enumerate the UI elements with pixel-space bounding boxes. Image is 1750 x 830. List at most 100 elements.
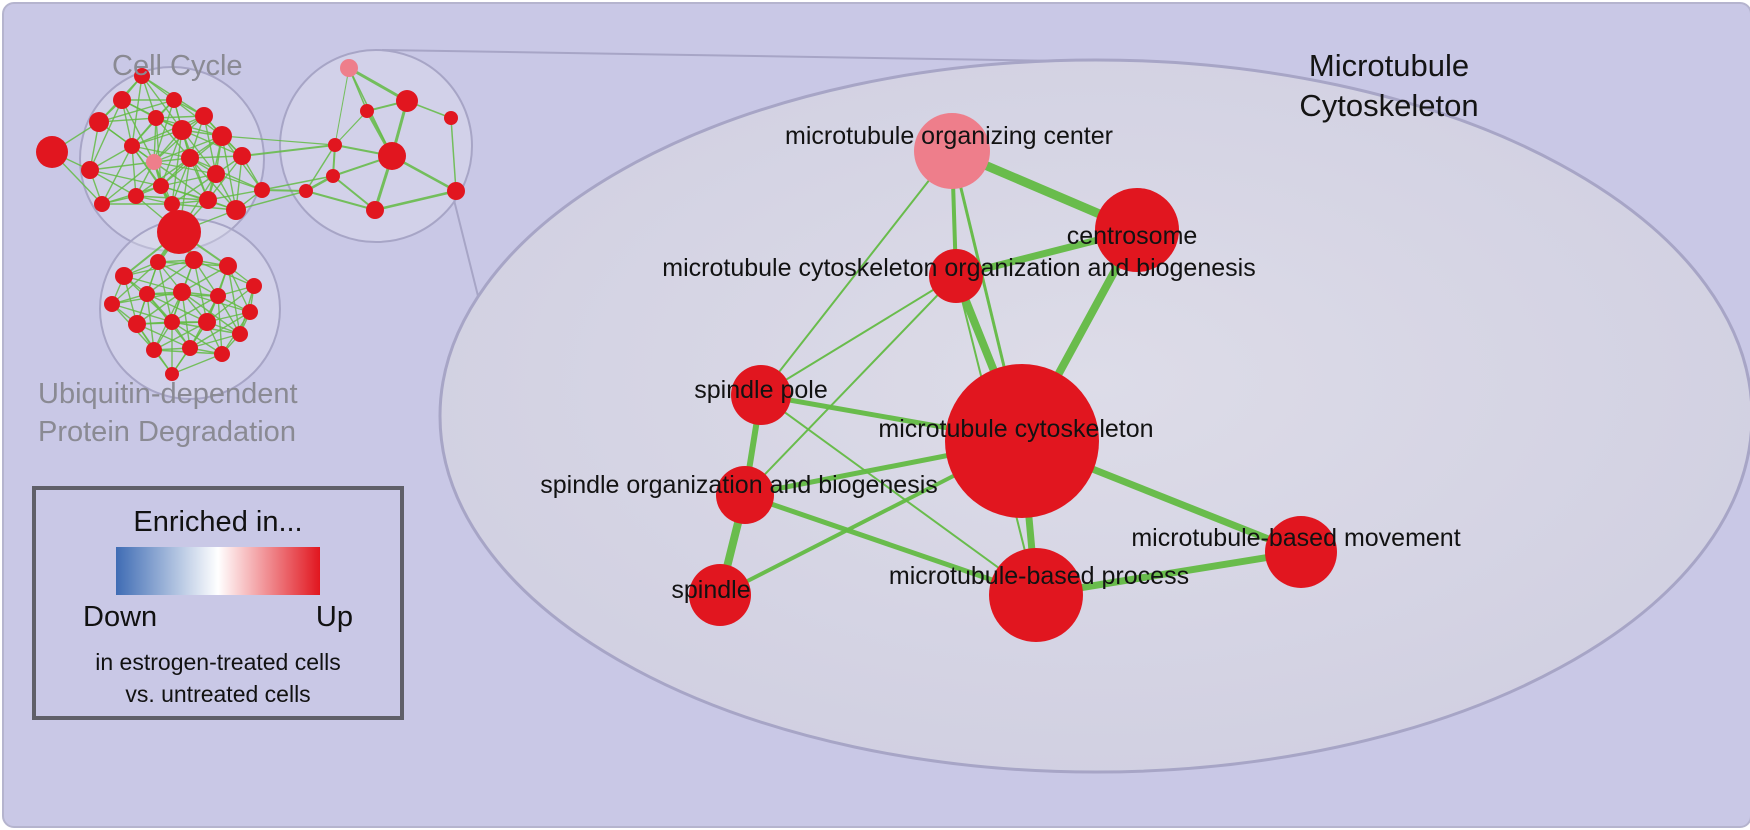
overview-node <box>207 165 225 183</box>
overview-node <box>157 210 201 254</box>
node-mbp <box>989 548 1083 642</box>
overview-node <box>164 196 180 212</box>
edge <box>153 135 223 163</box>
node-label-spindle: spindle <box>671 576 750 604</box>
legend-scale-labels: Down Up <box>83 601 353 634</box>
edge <box>111 261 159 305</box>
edge-mco-so <box>744 275 957 496</box>
overview-node <box>150 254 166 270</box>
edge <box>136 291 183 325</box>
overview-node <box>447 182 465 200</box>
overview-node <box>232 326 248 342</box>
overview-node <box>139 286 155 302</box>
node-label-mbp: microtubule-based process <box>889 562 1189 590</box>
node-label-cent: centrosome <box>1067 222 1198 250</box>
cluster-circle <box>279 49 473 243</box>
overview-node <box>81 161 99 179</box>
node-so <box>716 466 774 524</box>
overview-node <box>94 196 110 212</box>
edge <box>153 321 208 351</box>
node-mt <box>945 364 1099 518</box>
node-cent <box>1095 188 1179 272</box>
overview-node <box>360 104 374 118</box>
edge <box>153 161 217 175</box>
node-spindle <box>689 564 751 626</box>
edge <box>221 135 336 146</box>
overview-node <box>104 296 120 312</box>
overview-node <box>146 342 162 358</box>
edge <box>374 189 457 212</box>
legend: Enriched in... Down Up in estrogen-treat… <box>32 486 404 720</box>
edge <box>193 259 208 323</box>
edge <box>261 175 334 191</box>
edge <box>348 66 408 103</box>
overview-node <box>181 149 199 167</box>
overview-node <box>173 283 191 301</box>
overview-node <box>366 201 384 219</box>
edge <box>332 175 376 211</box>
overview-node <box>242 304 258 320</box>
edge <box>135 157 191 197</box>
legend-down-label: Down <box>83 601 158 633</box>
edge <box>131 75 143 147</box>
node-moc <box>914 113 990 189</box>
edge <box>89 99 123 171</box>
node-label-sp: spindle pole <box>694 376 827 404</box>
overview-node <box>199 191 217 209</box>
edge <box>141 75 183 131</box>
overview-node <box>113 91 131 109</box>
overview-node <box>134 68 150 84</box>
edge <box>334 67 350 146</box>
legend-up-label: Up <box>315 601 353 633</box>
node-mbm <box>1265 516 1337 588</box>
overview-node <box>212 126 232 146</box>
edge <box>101 161 155 205</box>
overview-node <box>164 314 180 330</box>
node-sp <box>731 365 791 425</box>
overview-node <box>246 278 262 294</box>
cluster-label-ubiquitin: Ubiquitin-dependent Protein Degradation <box>38 378 298 448</box>
node-label-mco: microtubule cytoskeleton organization an… <box>662 254 1255 282</box>
edge <box>121 99 155 163</box>
edge-so-mbp <box>744 492 1037 598</box>
zoom-cluster-title: Microtubule Cytoskeleton <box>1299 48 1479 123</box>
overview-node <box>89 112 109 132</box>
overview-node <box>328 138 342 152</box>
overview-node <box>378 142 406 170</box>
edge <box>181 291 191 349</box>
edge <box>123 275 183 293</box>
overview-node <box>153 178 169 194</box>
node-label-moc: microtubule organizing center <box>785 122 1113 150</box>
edge <box>131 115 205 147</box>
overview-node <box>214 346 230 362</box>
overview-node <box>115 267 133 285</box>
overview-node <box>165 367 179 381</box>
overview-node <box>148 110 164 126</box>
edge <box>450 117 457 192</box>
edge <box>217 295 223 355</box>
zoom-connector-line <box>453 199 479 297</box>
edge <box>146 259 195 295</box>
edge <box>153 99 175 163</box>
node-mco <box>929 249 983 303</box>
edge <box>89 169 162 187</box>
node-label-mbm: microtubule-based movement <box>1131 524 1460 552</box>
edge <box>227 265 241 335</box>
overview-node <box>210 288 226 304</box>
overview-node <box>299 184 313 198</box>
overview-node <box>219 257 237 275</box>
edge <box>305 190 376 211</box>
legend-title: Enriched in... <box>133 506 303 538</box>
edge-mco-sp <box>760 275 957 396</box>
edge <box>241 144 336 157</box>
edge <box>203 115 217 175</box>
edge <box>207 155 243 201</box>
zoom-connector-line <box>381 49 1063 62</box>
overview-node <box>198 313 216 331</box>
overview-node <box>146 154 162 170</box>
edge <box>157 261 173 323</box>
edge <box>235 190 307 211</box>
overview-node <box>233 147 251 165</box>
edge <box>207 189 263 201</box>
